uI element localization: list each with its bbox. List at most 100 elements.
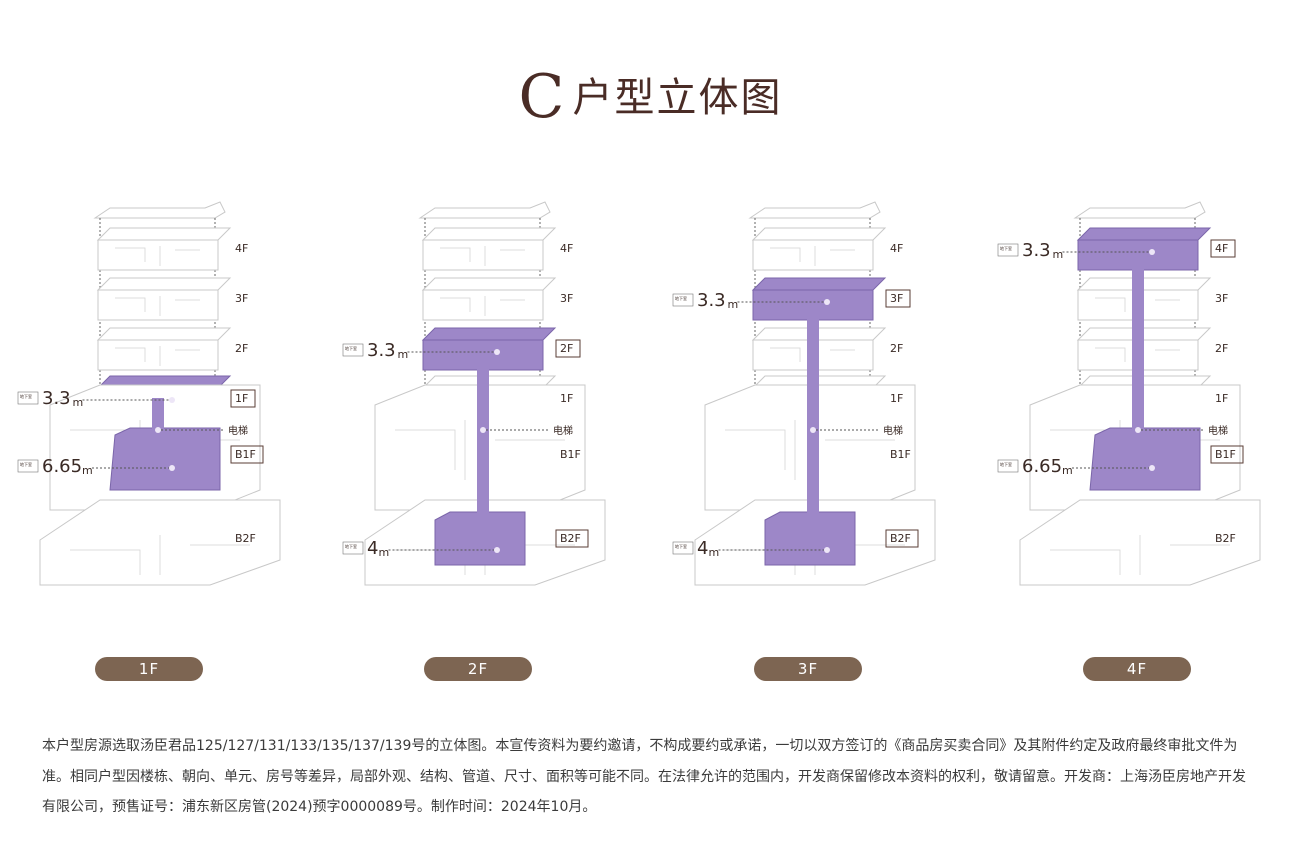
floor-label-f2: 2F	[890, 342, 903, 355]
floor-label-f1: 1F	[890, 392, 903, 405]
slab-f4-front	[422, 239, 544, 271]
title-prefix: C	[518, 62, 567, 132]
height-tag-text-main: 地下室	[1000, 245, 1012, 251]
floor-label-f3: 3F	[1215, 292, 1228, 305]
height-tag-main	[342, 343, 364, 357]
floor-label-b1: B1F	[235, 448, 256, 461]
height-dot-lower	[1149, 465, 1155, 471]
slab-f4-top	[96, 227, 232, 241]
b1-rooms	[725, 420, 895, 480]
height-tag-main	[997, 243, 1019, 257]
floor-label-f3: 3F	[890, 292, 903, 305]
room-lines-f3	[440, 296, 525, 316]
room-lines-f3	[115, 296, 200, 316]
floor-label-b1: B1F	[560, 448, 581, 461]
height-value-lower: 6.65	[1022, 456, 1062, 477]
floor-box-b1	[1210, 445, 1244, 464]
elevator-shaft	[1132, 250, 1144, 460]
height-tag-main	[672, 293, 694, 307]
height-value-lower: 6.65	[42, 456, 82, 477]
height-value-lower: 4	[367, 538, 378, 559]
height-unit-main: m	[728, 298, 739, 311]
elevator-label: 电梯	[883, 424, 903, 437]
roof	[418, 201, 551, 219]
height-dot-lower	[169, 465, 175, 471]
floor-label-f1: 1F	[235, 392, 248, 405]
height-unit-main: m	[1053, 248, 1064, 261]
roof	[1073, 201, 1206, 219]
floor-box-b1	[230, 445, 264, 464]
slab-f4-top	[421, 227, 557, 241]
height-unit-main: m	[398, 348, 409, 361]
b1-highlight	[109, 427, 221, 491]
elevator-label: 电梯	[553, 424, 573, 437]
height-value-main: 3.3	[697, 290, 726, 311]
slab-f4-front	[752, 239, 874, 271]
floor-box-b2	[885, 529, 919, 548]
disclaimer-text: 本户型房源选取汤臣君品125/127/131/133/135/137/139号的…	[42, 738, 1246, 815]
slab-f3-front	[97, 289, 219, 321]
height-dot-main	[169, 397, 175, 403]
elevator-dot	[1135, 427, 1141, 433]
height-dot-main	[824, 299, 830, 305]
b2-rooms	[70, 535, 250, 575]
height-dot-main	[1149, 249, 1155, 255]
b1-rooms	[395, 420, 565, 480]
slab-f3-top	[96, 277, 232, 291]
pill-label-1f[interactable]: 1F	[95, 657, 203, 681]
roof	[748, 201, 881, 219]
floor-label-f3: 3F	[560, 292, 573, 305]
height-tag-text-main: 地下室	[675, 295, 687, 301]
height-tag-lower	[997, 459, 1019, 473]
height-unit-lower: m	[379, 546, 390, 559]
height-unit-lower: m	[709, 546, 720, 559]
height-value-main: 3.3	[367, 340, 396, 361]
floor-label-b2: B2F	[1215, 532, 1236, 545]
elevator-shaft	[477, 350, 489, 540]
elevator-dot	[155, 427, 161, 433]
pill-label-4f[interactable]: 4F	[1083, 657, 1191, 681]
elevator-dot	[810, 427, 816, 433]
height-value-main: 3.3	[42, 388, 71, 409]
height-value-main: 3.3	[1022, 240, 1051, 261]
height-tag-text-lower: 地下室	[20, 461, 32, 467]
height-value-lower: 4	[697, 538, 708, 559]
slab-f4-top	[751, 227, 887, 241]
height-tag-text-lower: 地下室	[345, 543, 357, 549]
room-lines-f4	[440, 246, 525, 266]
height-dot-lower	[494, 547, 500, 553]
floor-label-f4: 4F	[560, 242, 573, 255]
height-tag-lower	[342, 541, 364, 555]
floor-label-f1: 1F	[1215, 392, 1228, 405]
slab-f3-top	[421, 277, 557, 291]
floor-box-f4	[1210, 239, 1236, 258]
floor-label-f2: 2F	[1215, 342, 1228, 355]
pill-label-3f[interactable]: 3F	[754, 657, 862, 681]
floor-label-f3: 3F	[235, 292, 248, 305]
b2-rooms	[1050, 535, 1230, 575]
floor-label-b1: B1F	[890, 448, 911, 461]
slab-f3-front	[422, 289, 544, 321]
floor-label-b2: B2F	[235, 532, 256, 545]
height-tag-lower	[17, 459, 39, 473]
slab-f3-top	[751, 277, 887, 291]
height-tag-text-lower: 地下室	[1000, 461, 1012, 467]
height-tag-text-main: 地下室	[345, 345, 357, 351]
slab-f2-top	[96, 327, 232, 341]
pill-label-2f[interactable]: 2F	[424, 657, 532, 681]
floor-box-f1	[230, 389, 256, 408]
b1-highlight	[1089, 427, 1201, 491]
room-lines-f4	[115, 246, 200, 266]
slab-f2-top	[421, 327, 557, 341]
slab-f2-front	[97, 339, 219, 371]
height-unit-lower: m	[1062, 464, 1073, 477]
